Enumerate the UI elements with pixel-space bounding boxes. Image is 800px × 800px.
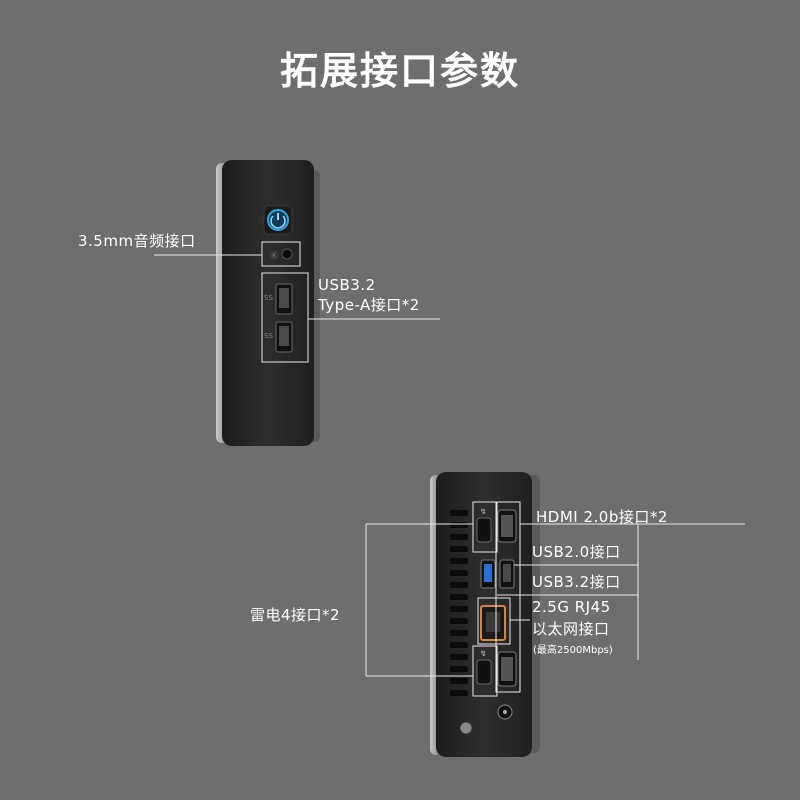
svg-text:↯: ↯ bbox=[480, 649, 487, 658]
audio-jack-label: 3.5mm音频接口 bbox=[78, 232, 196, 250]
hdmi-label: HDMI 2.0b接口*2 bbox=[536, 508, 668, 526]
thunderbolt-port-2 bbox=[476, 659, 492, 685]
rj45-speed-note: (最高2500Mbps) bbox=[533, 645, 613, 656]
usb32-rear-label: USB3.2接口 bbox=[532, 573, 621, 591]
front-panel-body bbox=[222, 160, 314, 446]
thunderbolt-label: 雷电4接口*2 bbox=[250, 606, 341, 624]
page-title: 拓展接口参数 bbox=[279, 49, 520, 93]
screw-icon bbox=[459, 721, 473, 735]
svg-text:SS: SS bbox=[264, 332, 273, 340]
rj45-label-line1: 2.5G RJ45 bbox=[532, 598, 611, 616]
usb32-front-label-line1: USB3.2 bbox=[318, 276, 376, 294]
front-panel-view: Ⓡ SS SS bbox=[216, 160, 320, 446]
thunderbolt-port-1 bbox=[476, 517, 492, 543]
svg-text:Ⓡ: Ⓡ bbox=[270, 251, 278, 260]
audio-jack-icon bbox=[281, 248, 293, 260]
svg-text:SS: SS bbox=[264, 294, 273, 302]
rear-panel-view: ↯ ↯ bbox=[430, 472, 540, 757]
usb20-label: USB2.0接口 bbox=[532, 543, 621, 561]
usb32-front-label-line2: Type-A接口*2 bbox=[318, 296, 420, 314]
rj45-label-line2: 以太网接口 bbox=[532, 620, 610, 638]
svg-text:↯: ↯ bbox=[480, 507, 487, 516]
